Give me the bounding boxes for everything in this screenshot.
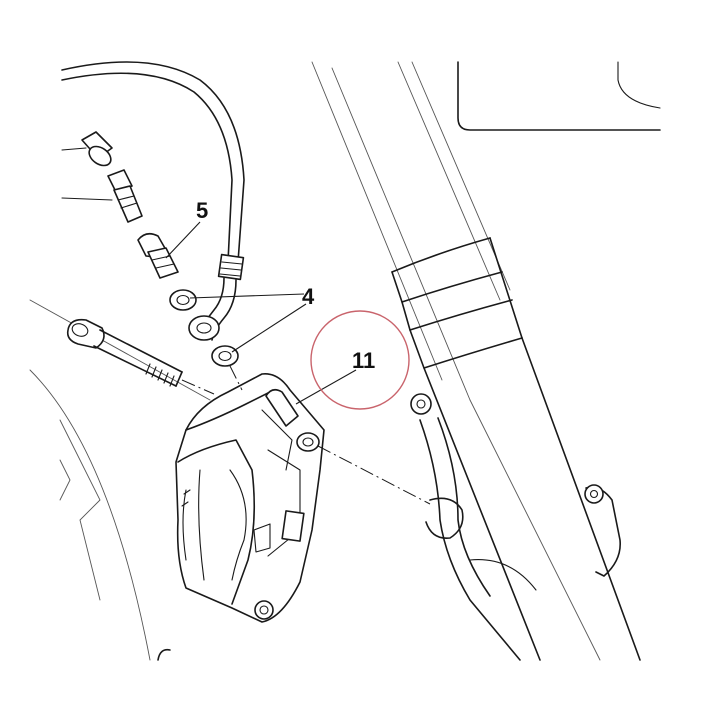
- washer-upper-hole: [176, 294, 190, 306]
- hose-inner: [61, 72, 233, 263]
- hose-crimp-ribs: [219, 261, 243, 277]
- caliper-mounting-bolt: [66, 318, 183, 387]
- fork-slider-center: [469, 399, 601, 661]
- fork-collar-ring-2: [401, 299, 513, 331]
- hose-outer: [61, 61, 245, 263]
- caliper-outer-face: [177, 439, 256, 605]
- bleeder-cap-leader: [61, 147, 87, 151]
- bleeder-parts: [61, 131, 179, 279]
- axis-mounting-bolt: [181, 379, 215, 395]
- fork-leg-background: [29, 61, 661, 661]
- leader-part-5: [165, 221, 201, 259]
- bg-line-left-2: [29, 369, 151, 661]
- mount-boss-upper-hole: [416, 399, 426, 409]
- fork-collar-top: [391, 237, 491, 273]
- caliper-lower-boss: [254, 600, 274, 620]
- leader-part-11: [295, 369, 357, 405]
- fork-slider-left: [423, 367, 541, 661]
- mounting-bolt-tip: [175, 371, 183, 387]
- sealing-washers: [169, 289, 239, 367]
- fork-collar-ring-3: [409, 329, 523, 369]
- bracket-rib: [469, 559, 537, 591]
- axis-caliper-mount: [317, 445, 431, 505]
- fork-tube-line-1: [311, 61, 443, 381]
- fork-tube-line-3: [397, 61, 501, 301]
- caliper-left-rib: [182, 489, 187, 561]
- mount-boss-upper: [410, 393, 432, 415]
- brake-hose: [61, 61, 245, 341]
- caliper-notch: [181, 489, 191, 507]
- right-lug-boss: [584, 484, 604, 504]
- pad-retainer-clip: [281, 510, 305, 542]
- top-right-panel: [457, 61, 661, 131]
- banjo-bolt-shank: [147, 247, 179, 279]
- mounting-bolt-shank-bottom: [93, 345, 177, 387]
- axis-banjo: [229, 365, 243, 391]
- washer-lower-hole: [218, 350, 232, 362]
- bg-line-left-4: [59, 459, 71, 501]
- bleed-screw-leader: [61, 197, 113, 201]
- mount-bracket-left: [419, 419, 521, 661]
- right-lug-hole: [589, 489, 599, 499]
- pad-pin-boss: [253, 523, 271, 553]
- callout-part-4: 4: [302, 284, 315, 309]
- leader-part-4-upper: [189, 293, 305, 299]
- bleed-screw-body: [113, 185, 143, 223]
- highlight-circle: [310, 310, 410, 410]
- bg-line-left-3: [59, 419, 101, 601]
- caliper-mount-eye: [296, 432, 320, 452]
- fork-collar-side: [489, 237, 523, 339]
- bg-bottom-arc: [157, 648, 171, 661]
- bleeder-cap-base: [88, 145, 112, 167]
- washer-lower: [211, 345, 239, 367]
- bleed-screw-thread: [117, 195, 138, 209]
- banjo-eye-hole: [196, 322, 212, 334]
- top-right-panel-curve: [617, 61, 661, 109]
- mount-boss-lower: [425, 497, 464, 539]
- caliper-inner-groove: [198, 469, 205, 581]
- caliper-piston-bore: [229, 469, 247, 581]
- mounting-bolt-head: [66, 318, 105, 349]
- caliper-bleed-port: [265, 388, 299, 427]
- fork-slider-right: [521, 337, 641, 661]
- caliper-body: [175, 373, 325, 623]
- callout-part-5: 5: [196, 198, 208, 223]
- callout-part-11: 11: [352, 348, 375, 373]
- caliper-pad-window: [267, 449, 301, 557]
- caliper-lower-hole: [259, 605, 269, 615]
- mount-bracket-inner: [437, 417, 491, 597]
- caliper-top-edge: [185, 391, 271, 431]
- washer-upper: [169, 289, 197, 311]
- caliper-mount-eye-hole: [302, 437, 314, 447]
- hose-crimp-fitting: [217, 253, 245, 281]
- caliper-bridge: [261, 409, 293, 471]
- banjo-eye: [188, 315, 220, 341]
- mounting-bolt-socket: [71, 323, 89, 337]
- mounting-bolt-shank-top: [99, 329, 183, 373]
- bg-line-left-1: [29, 299, 211, 401]
- brake-caliper: [175, 373, 325, 623]
- fork-collar-ring-1: [391, 271, 503, 303]
- mounting-bolt-thread: [145, 363, 175, 387]
- leader-part-4-lower: [231, 303, 307, 353]
- fork-tube-line-2: [331, 67, 471, 401]
